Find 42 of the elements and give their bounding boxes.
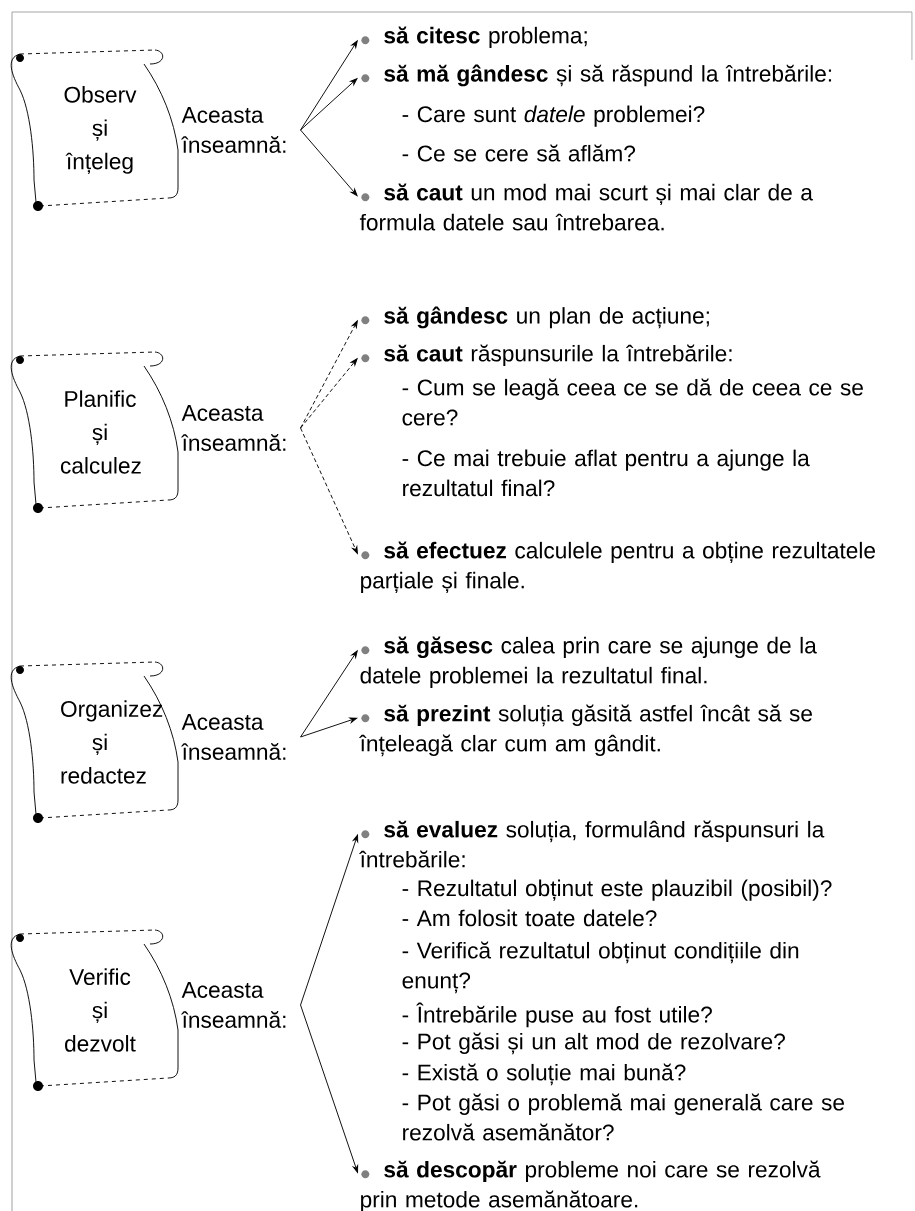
bullet-item: să gândesc un plan de acțiune;: [361, 306, 709, 329]
bullet-item: să găsesc calea prin care se ajunge de la datele problemei la rezultatul final.: [360, 636, 817, 688]
lead-text: Aceasta înseamnă:: [181, 714, 286, 760]
scroll-box: Organizez și redactez: [10, 661, 179, 823]
bullet-item: să caut un mod mai scurt și mai clar de a formula datele sau întrebarea.: [359, 183, 813, 231]
bullet-item: să prezint soluția găsită astfel încât să se înțeleagă clar cum am gândit.: [359, 704, 812, 757]
question-text: - Cum se leagă ceea ce se dă de ceea ce se cere?: [402, 378, 863, 426]
question-text: - Care sunt datele problemei?: [402, 105, 705, 127]
question-text: - Pot găsi o problemă mai generală care se rezolvă asemănător?: [402, 1093, 844, 1141]
bullet-item: să citesc problema;: [361, 26, 587, 48]
scroll-box: Verific și dezvolt: [10, 929, 179, 1091]
arrow: [300, 129, 358, 197]
arrow: [300, 717, 358, 738]
question-text: - Am folosit toate datele?: [402, 909, 657, 927]
question-text: - Întrebările puse au fost utile?: [402, 1002, 712, 1028]
arrow: [300, 320, 358, 429]
lead-text: Aceasta înseamnă:: [181, 107, 286, 153]
question-text: - Ce se cere să aflăm?: [402, 144, 636, 162]
arrow: [300, 1004, 359, 1173]
node-label: Planific și calculez: [60, 390, 141, 474]
node-label: Observ și înțeleg: [64, 86, 137, 174]
node-label: Verific și dezvolt: [65, 968, 136, 1052]
scroll-box: Observ și înțeleg: [10, 49, 179, 211]
arrow: [300, 40, 358, 131]
lead-text: Aceasta înseamnă:: [181, 405, 286, 451]
arrow: [300, 650, 358, 738]
arrow: [300, 78, 358, 131]
arrow: [300, 834, 359, 1006]
question-text: - Verifică rezultatul obținut condițiile din enunț?: [402, 941, 799, 994]
bullet-item: să evaluez soluția, formulând răspunsuri la întrebările:: [359, 820, 825, 868]
lead-text: Aceasta înseamnă:: [181, 982, 286, 1028]
question-text: - Pot găsi și un alt mod de rezolvare?: [402, 1032, 785, 1055]
node-label: Organizez și redactez: [61, 700, 163, 784]
question-text: - Rezultatul obținut este plauzibil (posibil)?: [402, 879, 832, 901]
bullet-item: să caut răspunsurile la întrebările:: [361, 344, 732, 366]
question-text: - Ce mai trebuie aflat pentru a ajunge la rezultatul final?: [402, 449, 810, 497]
question-text: - Există o soluție mai bună?: [402, 1063, 686, 1086]
scroll-box: Planific și calculez: [10, 351, 179, 513]
bullet-item: să efectuez calculele pentru a obține rezultatele parțiale și finale.: [361, 541, 875, 594]
bullet-item: să mă gândesc și să răspund la întrebările:: [361, 64, 832, 87]
arrow: [300, 358, 358, 429]
arrow: [300, 427, 358, 554]
